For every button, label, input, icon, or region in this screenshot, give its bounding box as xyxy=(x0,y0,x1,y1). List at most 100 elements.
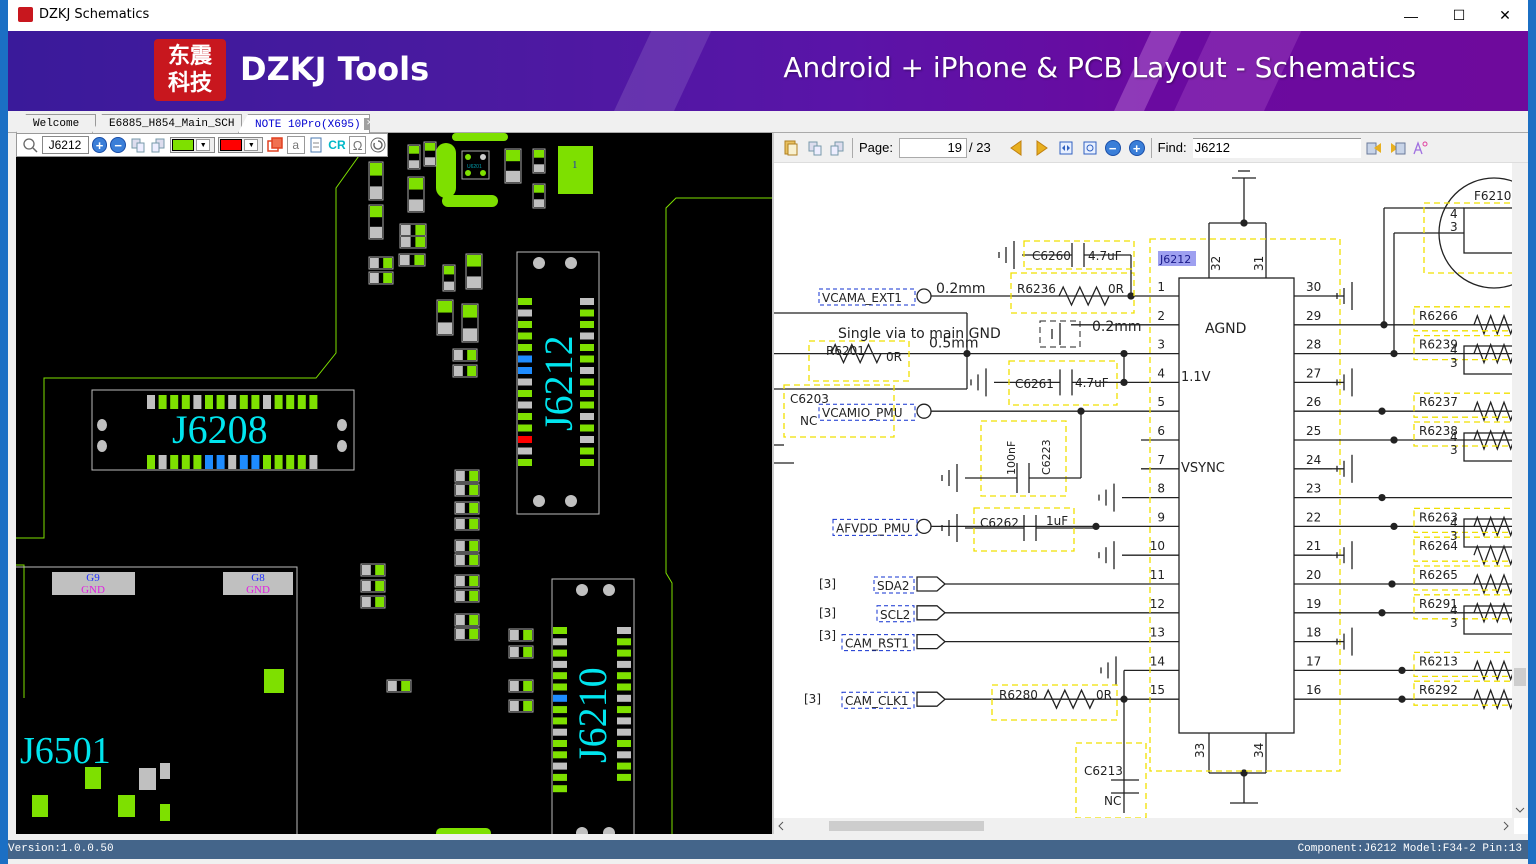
pcb-part-outline xyxy=(442,264,456,292)
fit-width-icon[interactable] xyxy=(1057,139,1075,157)
match-case-icon[interactable] xyxy=(1411,139,1429,157)
filter-symbol xyxy=(1463,518,1514,548)
connector-pad xyxy=(309,455,318,469)
pcb-part-outline xyxy=(461,303,479,343)
body-label: 1.1V xyxy=(1181,370,1211,385)
connector-pad xyxy=(518,436,532,443)
color-select-secondary[interactable]: ▼ xyxy=(218,137,264,153)
connector-pad xyxy=(617,627,631,634)
part-ref: R6280 xyxy=(999,688,1038,702)
maximize-button[interactable]: ☐ xyxy=(1436,0,1482,31)
omega-icon[interactable]: Ω xyxy=(348,136,367,154)
close-button[interactable]: ✕ xyxy=(1482,0,1528,31)
text-label-icon[interactable]: a xyxy=(286,136,305,154)
rotate-left-icon[interactable] xyxy=(828,139,846,157)
net-label-box xyxy=(841,634,915,652)
document-tabs: Welcome E6885_H854_Main_SCH NOTE 10Pro(X… xyxy=(8,111,1528,133)
tab-e6885-main-sch[interactable]: E6885_H854_Main_SCH xyxy=(92,114,242,133)
pin-number: 9 xyxy=(1157,510,1165,524)
part-boundary xyxy=(1413,594,1514,620)
zoom-in-icon[interactable]: + xyxy=(1128,139,1145,156)
part-boundary xyxy=(783,384,895,438)
resistor-symbol xyxy=(1473,601,1514,624)
net-label-box xyxy=(841,691,915,709)
horizontal-scrollbar[interactable] xyxy=(774,818,1514,834)
scroll-right-icon[interactable] xyxy=(1502,821,1510,831)
part-boundary xyxy=(1008,360,1118,406)
highlight-circle xyxy=(1438,177,1514,289)
connector-pad xyxy=(274,395,283,409)
rotate-right-icon[interactable] xyxy=(129,136,147,154)
port-circle xyxy=(916,518,932,535)
connector-pad xyxy=(181,395,190,409)
zoom-in-icon[interactable]: + xyxy=(91,137,108,153)
connector-pad xyxy=(263,455,271,469)
connector-pads-j6208 xyxy=(97,395,347,469)
part-boundary xyxy=(1075,742,1147,818)
vertical-scroll-thumb[interactable] xyxy=(1514,668,1526,686)
page-number-input[interactable]: 19 xyxy=(898,137,967,158)
next-page-icon[interactable] xyxy=(1033,139,1051,157)
rotate-left-icon[interactable] xyxy=(150,136,168,154)
refdes-j6210[interactable]: J6210 xyxy=(570,667,615,763)
pcb-canvas[interactable]: U6201 1 J6208 J6212 J6210 G9 GND G8 GND … xyxy=(16,133,772,834)
pcb-component-outline xyxy=(461,150,490,180)
layers-icon[interactable] xyxy=(266,136,284,154)
scroll-left-icon[interactable] xyxy=(777,821,785,831)
find-previous-icon[interactable] xyxy=(1365,139,1383,157)
rotate-right-icon[interactable] xyxy=(806,139,824,157)
part-value: 4.7uF xyxy=(1075,376,1109,390)
pin-number: 12 xyxy=(1150,597,1165,611)
mounting-hole xyxy=(533,257,545,269)
refdes-j6212[interactable]: J6212 xyxy=(536,335,581,431)
find-next-icon[interactable] xyxy=(1389,139,1407,157)
pcb-view[interactable]: J6212 + − ▼ ▼ a CR Ω U6201 1 xyxy=(16,133,772,834)
tab-welcome[interactable]: Welcome xyxy=(16,114,96,133)
pin-number: 26 xyxy=(1306,395,1321,409)
refdes-j6208[interactable]: J6208 xyxy=(172,407,268,452)
find-input[interactable]: J6212 xyxy=(1192,137,1361,158)
scroll-down-icon[interactable] xyxy=(1515,806,1525,814)
reset-icon[interactable] xyxy=(369,136,387,154)
panel-icon[interactable] xyxy=(308,136,326,154)
horizontal-scroll-thumb[interactable] xyxy=(829,821,984,831)
tab-close-icon[interactable]: ✕ xyxy=(363,118,370,130)
filter-pin: 3 xyxy=(1450,616,1458,630)
pin-number: 6 xyxy=(1157,424,1165,438)
component-highlight xyxy=(1158,251,1196,266)
zoom-out-icon[interactable]: − xyxy=(1104,139,1121,156)
connector-pad xyxy=(617,740,631,747)
app-window: DZKJ Schematics — ☐ ✕ 东震科技 DZKJ Tools An… xyxy=(8,0,1528,864)
connector-pad xyxy=(553,773,567,781)
color-select-primary[interactable]: ▼ xyxy=(170,137,216,153)
pcb-search-input[interactable]: J6212 xyxy=(41,136,89,154)
part-ref: R6292 xyxy=(1419,683,1458,697)
schematic-canvas[interactable]: 1234567891011121314153029282726252423222… xyxy=(774,163,1514,818)
page-ref: [3] xyxy=(819,577,836,591)
pcb-part-outline xyxy=(452,348,478,362)
connector-pad xyxy=(518,401,532,409)
open-pdf-icon[interactable] xyxy=(782,139,800,157)
minimize-button[interactable]: — xyxy=(1388,0,1434,31)
pcb-part-outline xyxy=(360,563,386,577)
pad-g8 xyxy=(223,572,293,595)
pcb-part-outline xyxy=(508,645,534,659)
tab-note10pro[interactable]: NOTE 10Pro(X695)✕ xyxy=(238,114,370,133)
zoom-out-icon[interactable]: − xyxy=(110,137,127,153)
brand-logo: 东震科技 xyxy=(154,39,226,101)
component-refdes: J6212 xyxy=(1159,253,1191,266)
body-label: VSYNC xyxy=(1181,461,1225,476)
pin1-pad xyxy=(558,146,593,194)
pcb-small-label: U6201 xyxy=(467,164,482,170)
connector-pad xyxy=(580,424,594,432)
cr-button[interactable]: CR xyxy=(328,138,346,152)
vertical-scrollbar[interactable] xyxy=(1512,163,1528,818)
connector-pad xyxy=(580,367,594,374)
fit-page-icon[interactable] xyxy=(1081,139,1099,157)
connector-pad xyxy=(617,728,631,736)
refdes-j6501[interactable]: J6501 xyxy=(20,730,111,772)
junction xyxy=(1378,493,1386,502)
junction xyxy=(1378,407,1386,415)
prev-page-icon[interactable] xyxy=(1007,139,1025,157)
